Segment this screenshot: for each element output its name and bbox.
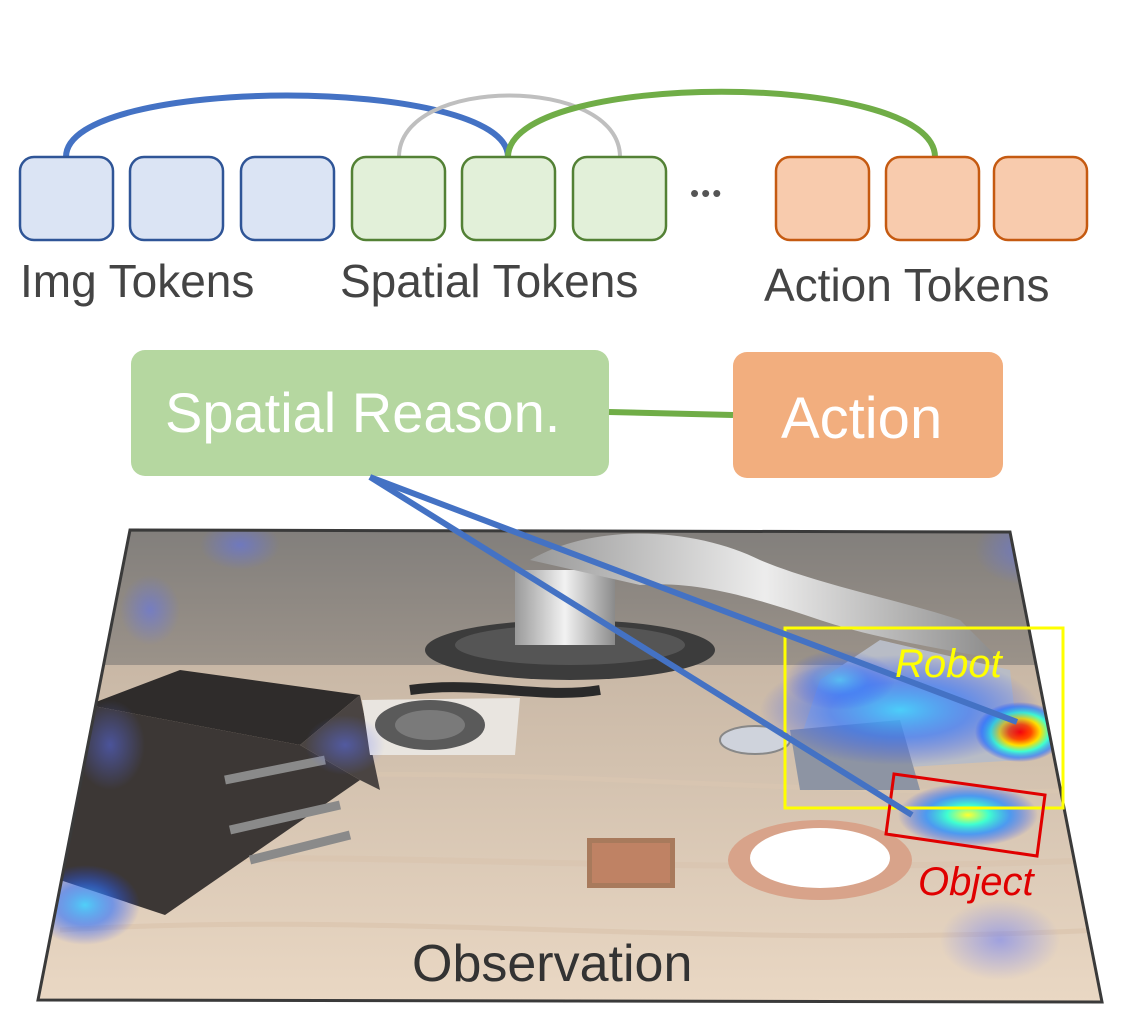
img-token-1 (18, 155, 115, 242)
spatial-action-connector (608, 409, 734, 418)
img-token-2 (128, 155, 225, 242)
observation-frame (36, 528, 1104, 1004)
action-tokens-label: Action Tokens (764, 259, 1050, 311)
robot-label: Robot (895, 642, 1002, 686)
object-label: Object (918, 860, 1034, 904)
action-block (733, 352, 1003, 478)
observation-image (38, 530, 1102, 1002)
action-token-3 (992, 155, 1089, 242)
reasoning-line-robot (368, 474, 1019, 725)
img-tokens-label: Img Tokens (20, 255, 255, 307)
img-token-3 (239, 155, 336, 242)
spatial-reason-label: Spatial Reason. (165, 381, 561, 444)
action-token-1 (774, 155, 871, 242)
green-attention-arc (505, 88, 938, 158)
observation-caption: Observation (412, 935, 693, 993)
spatial-token-3 (571, 155, 668, 242)
blue-attention-arc (63, 92, 511, 158)
object-bounding-box (884, 772, 1047, 858)
spatial-token-2 (460, 155, 557, 242)
spatial-reason-block (131, 350, 609, 476)
spatial-tokens-label: Spatial Tokens (340, 255, 639, 307)
action-token-2 (884, 155, 981, 242)
reasoning-line-object (368, 474, 914, 818)
ellipsis-label: ••• (690, 178, 724, 208)
action-label: Action (781, 386, 943, 451)
gray-attention-arc (397, 93, 622, 158)
robot-bounding-box (783, 626, 1065, 810)
spatial-token-1 (350, 155, 447, 242)
